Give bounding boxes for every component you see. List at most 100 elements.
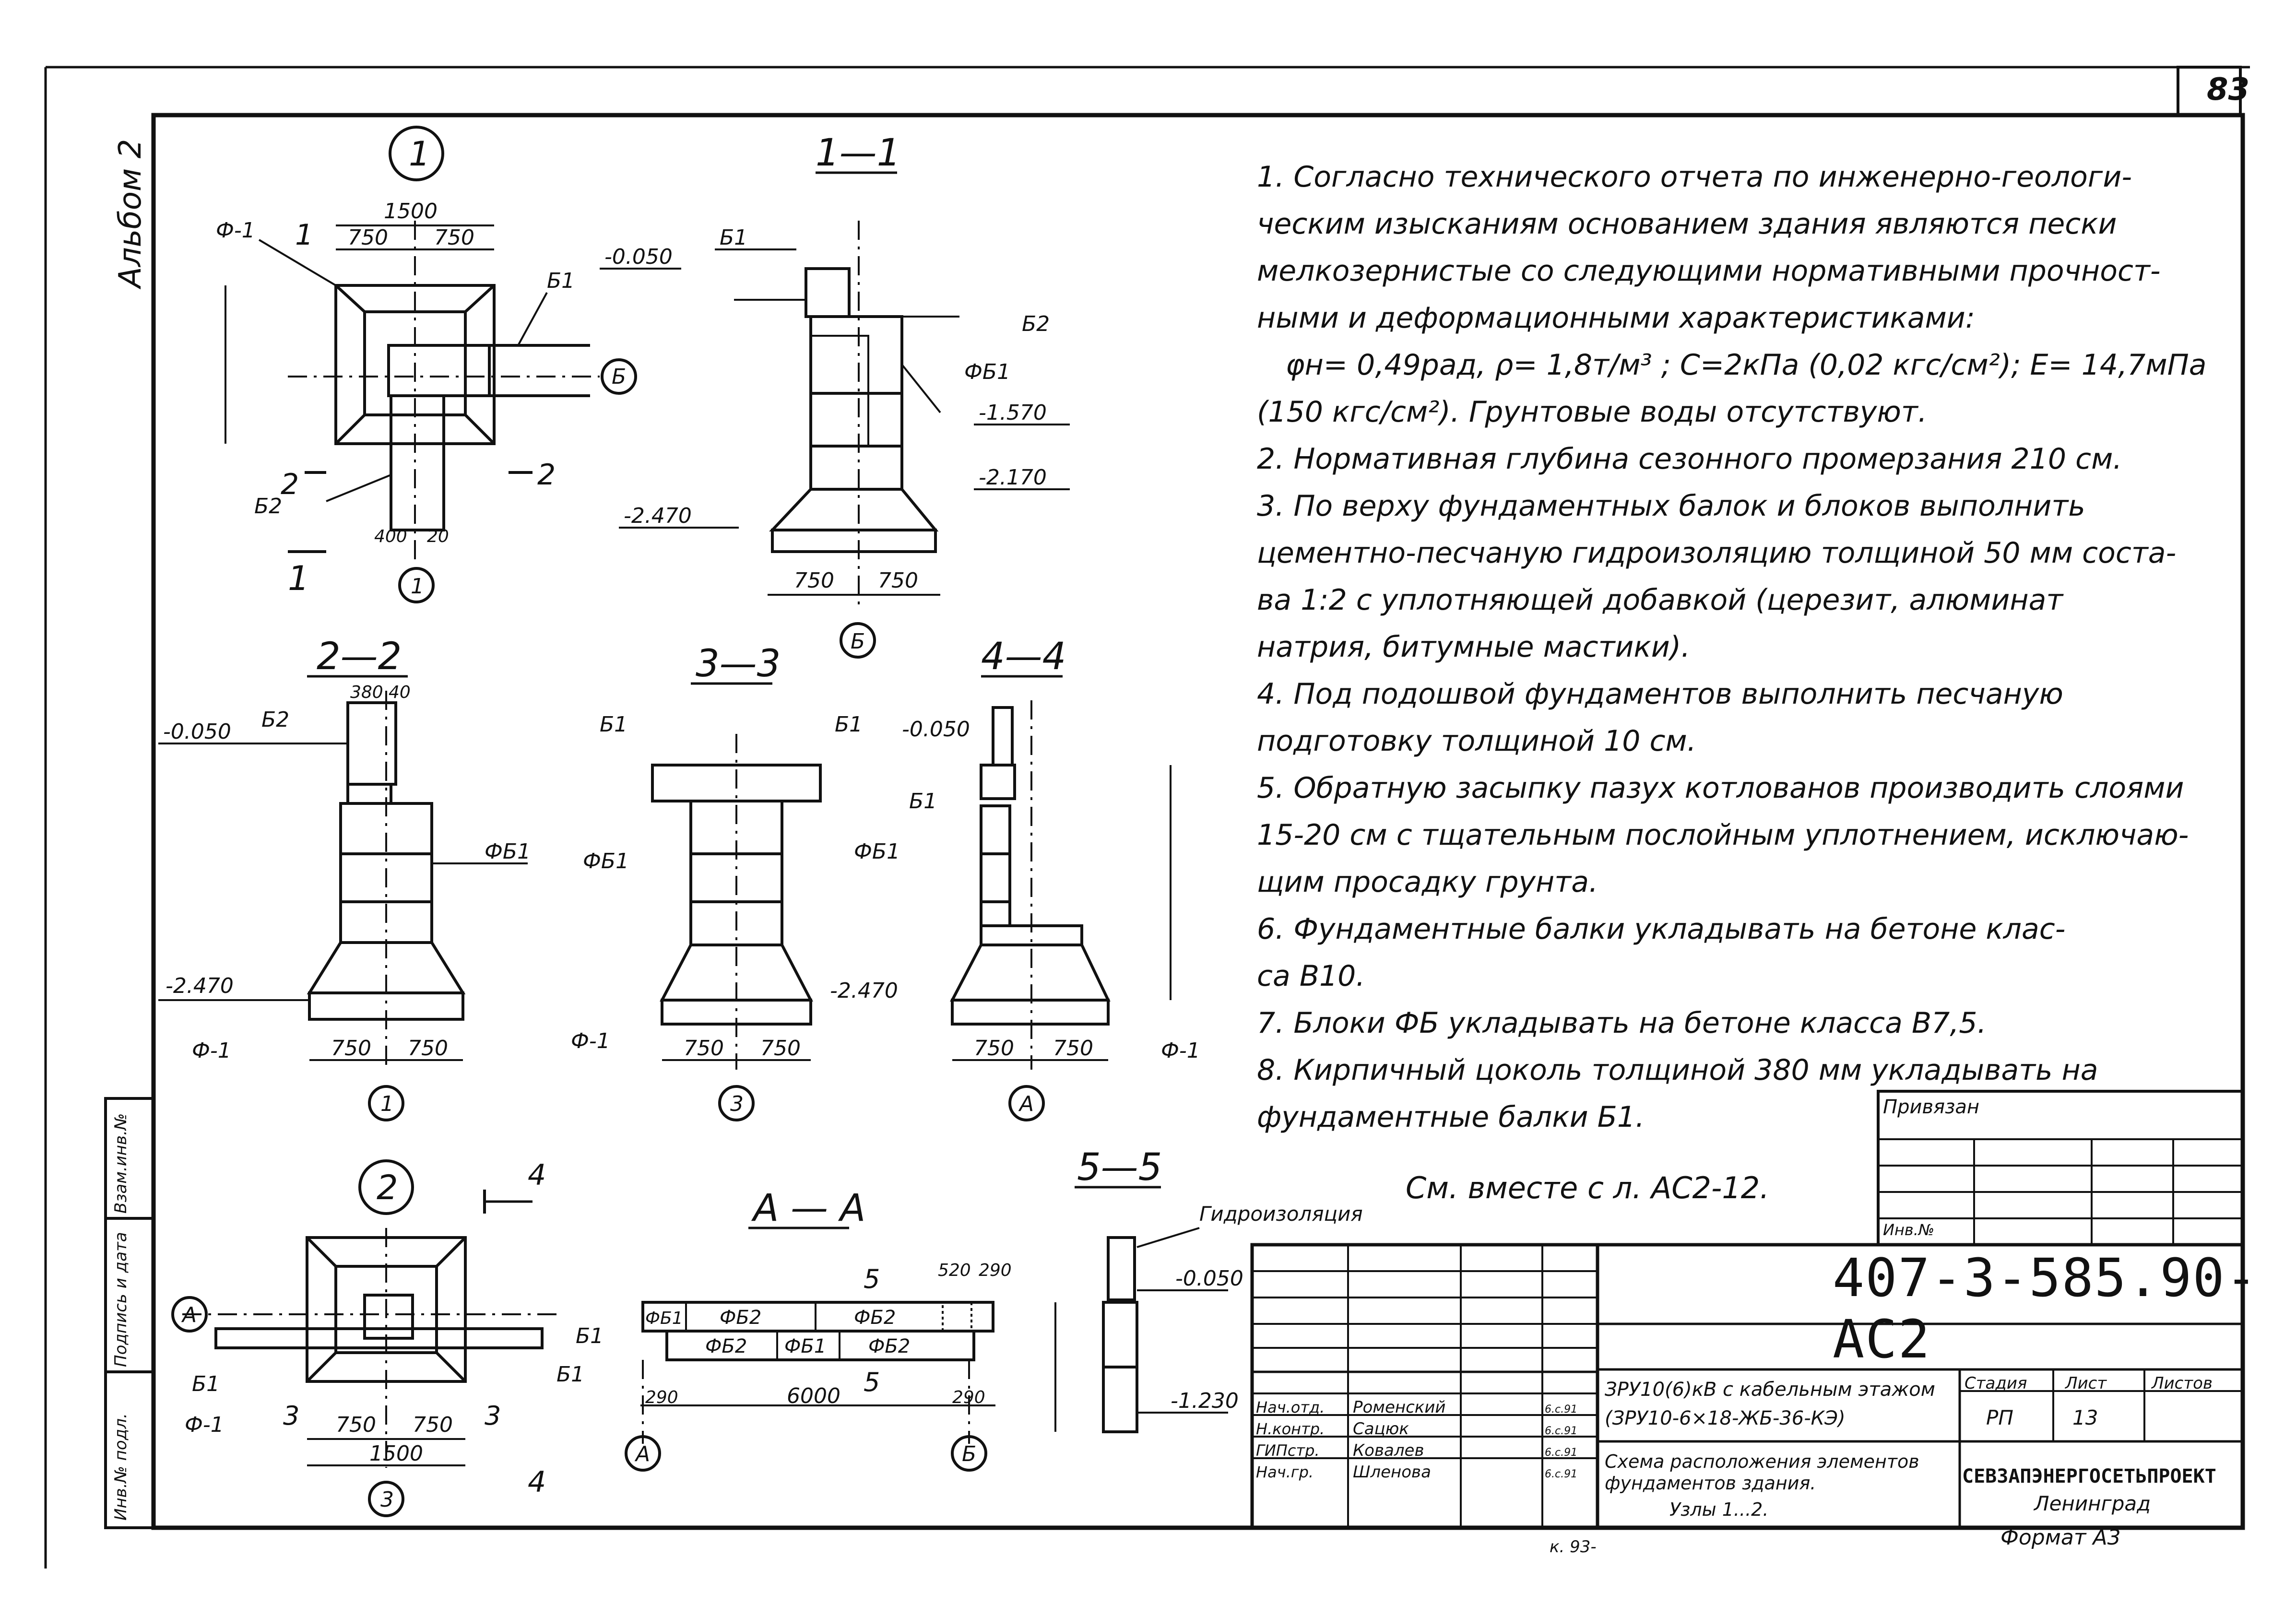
section-aa-cut5b: 5 <box>864 1367 880 1397</box>
side-stamp-inv-podl: Инв.№ подл. <box>111 1413 130 1521</box>
section-2-2-axis: 1 <box>380 1092 394 1116</box>
note-line: ческим изысканиям основанием здания явля… <box>1257 207 2117 241</box>
note-line: фундаментные балки Б1. <box>1257 1100 1645 1134</box>
album-label: Альбом 2 <box>113 139 148 288</box>
section-aa-d290a: 290 <box>645 1388 678 1407</box>
section-aa-fb1b: ФБ1 <box>784 1335 826 1357</box>
stamp-date-2: 6.с.91 <box>1545 1425 1577 1437</box>
node-2-cut-4b: 4 <box>528 1465 546 1499</box>
stamp-col-stage: Стадия <box>1965 1374 2027 1393</box>
section-1-1-level-3: -2.170 <box>979 465 1047 490</box>
section-aa-d6000: 6000 <box>787 1384 840 1408</box>
note-line: 4. Под подошвой фундаментов выполнить пе… <box>1257 677 2063 711</box>
section-4-4-w750b: 750 <box>1053 1036 1093 1061</box>
organization-city: Ленинград <box>2034 1492 2151 1515</box>
stamp-project: ЗРУ10(6)кВ с кабельным этажом <box>1605 1379 1935 1401</box>
note-line: натрия, битумные мастики). <box>1257 630 1691 664</box>
section-2-2-level-1: -0.050 <box>163 720 231 744</box>
section-4-4-b1: Б1 <box>909 789 937 814</box>
section-3-3-title: 3—3 <box>696 642 781 685</box>
section-aa-fb2d: ФБ2 <box>868 1335 910 1357</box>
stamp-name-2: Сацюк <box>1353 1419 1409 1439</box>
node-1-dim-20: 20 <box>427 527 449 546</box>
node-1-cut-1b: 1 <box>288 559 309 598</box>
section-2-2-f1: Ф-1 <box>192 1038 231 1063</box>
node-2-w750a: 750 <box>336 1413 376 1437</box>
section-aa-fb1a: ФБ1 <box>645 1309 683 1328</box>
section-1-1-fb1: ФБ1 <box>964 360 1010 384</box>
section-4-4-f1: Ф-1 <box>1161 1038 1200 1063</box>
note-line: (150 кгс/см²). Грунтовые воды отсутствую… <box>1257 395 1927 429</box>
stamp-stage: РП <box>1986 1406 2013 1429</box>
node-2-axis-a: А <box>181 1303 197 1327</box>
node-2-number: 2 <box>377 1168 398 1207</box>
section-3-3-w750a: 750 <box>684 1036 724 1061</box>
note-line: 2. Нормативная глубина сезонного промерз… <box>1257 442 2122 476</box>
section-aa-fb2c: ФБ2 <box>705 1335 747 1357</box>
section-2-2-d40: 40 <box>389 683 411 702</box>
section-3-3-f1: Ф-1 <box>571 1029 610 1053</box>
node-1-cut-2a: 2 <box>281 468 299 501</box>
stamp-project-sub: (ЗРУ10-6×18-ЖБ-36-КЭ) <box>1605 1407 1846 1429</box>
side-stamp <box>104 1097 155 1529</box>
stamp-name-3: Ковалев <box>1353 1441 1424 1460</box>
node-2-w1500: 1500 <box>369 1441 423 1466</box>
side-stamp-vzam: Взам.инв.№ <box>111 1113 130 1214</box>
node-1-axis-b: Б <box>612 365 626 389</box>
node-1-dim-400: 400 <box>374 527 407 546</box>
stamp-sheet-title-2: фундаментов здания. <box>1605 1473 1816 1494</box>
node-2-b1b: Б1 <box>556 1362 584 1387</box>
stamp-date-3: 6.с.91 <box>1545 1447 1577 1459</box>
stamp-name-1: Роменский <box>1353 1398 1446 1417</box>
node-1-b1: Б1 <box>547 269 575 293</box>
node-1-plan <box>225 126 637 603</box>
section-3-3-w750b: 750 <box>760 1036 801 1061</box>
section-1-1-w750b: 750 <box>878 568 918 593</box>
section-aa-title: А — А <box>751 1187 865 1230</box>
node-1-f1: Ф-1 <box>216 218 255 243</box>
page-number: 83 <box>2207 72 2250 107</box>
note-line: 1. Согласно технического отчета по инжен… <box>1257 160 2132 194</box>
section-1-1 <box>600 171 1070 659</box>
node-2-w750b: 750 <box>413 1413 453 1437</box>
section-1-1-level-4: -2.470 <box>624 504 692 528</box>
section-a-a <box>625 1227 995 1472</box>
general-notes: 1. Согласно технического отчета по инжен… <box>1257 153 2226 1141</box>
section-1-1-axis: Б <box>851 629 865 654</box>
section-4-4-title: 4—4 <box>981 635 1066 678</box>
stamp-role-3: ГИПстр. <box>1256 1441 1320 1460</box>
section-2-2-w750a: 750 <box>331 1036 371 1061</box>
note-line: са В10. <box>1257 959 1365 993</box>
title-block <box>1250 1243 2245 1530</box>
node-1-dim-750a: 750 <box>348 225 388 250</box>
note-line: подготовку толщиной 10 см. <box>1257 724 1696 758</box>
section-aa-axis-b: Б <box>962 1442 976 1466</box>
section-1-1-b1: Б1 <box>720 225 747 250</box>
stamp-sheet-title-3: Узлы 1...2. <box>1669 1499 1768 1520</box>
stamp-date-1: 6.с.91 <box>1545 1404 1577 1415</box>
section-4-4-level: -0.050 <box>902 717 970 742</box>
stamp-col-sheet: Лист <box>2064 1374 2107 1393</box>
node-1-dim-1500: 1500 <box>384 199 438 224</box>
section-5-5 <box>1054 1186 1228 1433</box>
section-5-5-title: 5—5 <box>1077 1146 1162 1189</box>
node-2-cut-3a: 3 <box>283 1401 299 1431</box>
page-number-box <box>2177 66 2242 117</box>
stamp-role-2: Н.контр. <box>1256 1420 1325 1438</box>
inner-frame <box>151 113 2245 1530</box>
section-1-1-level-2: -1.570 <box>979 401 1047 425</box>
note-line: 3. По верху фундаментных балок и блоков … <box>1257 489 2085 523</box>
section-3-3-b1b: Б1 <box>835 712 863 737</box>
section-3-3-b1a: Б1 <box>600 712 627 737</box>
stamp-role-1: Нач.отд. <box>1256 1398 1325 1416</box>
node-1-cut-1a: 1 <box>295 218 313 252</box>
node-1-cut-2b: 2 <box>537 458 556 492</box>
stamp-role-4: Нач.гр. <box>1256 1463 1314 1481</box>
section-aa-d290t: 290 <box>979 1261 1012 1280</box>
note-line: ными и деформационными характеристиками: <box>1257 301 1975 335</box>
node-2-f1: Ф-1 <box>185 1413 224 1437</box>
note-line: цементно-песчаную гидроизоляцию толщиной… <box>1257 536 2177 570</box>
section-3-3-fb1: ФБ1 <box>583 849 629 873</box>
node-2-plan <box>171 1159 556 1517</box>
node-2-cut-4a: 4 <box>528 1158 546 1192</box>
